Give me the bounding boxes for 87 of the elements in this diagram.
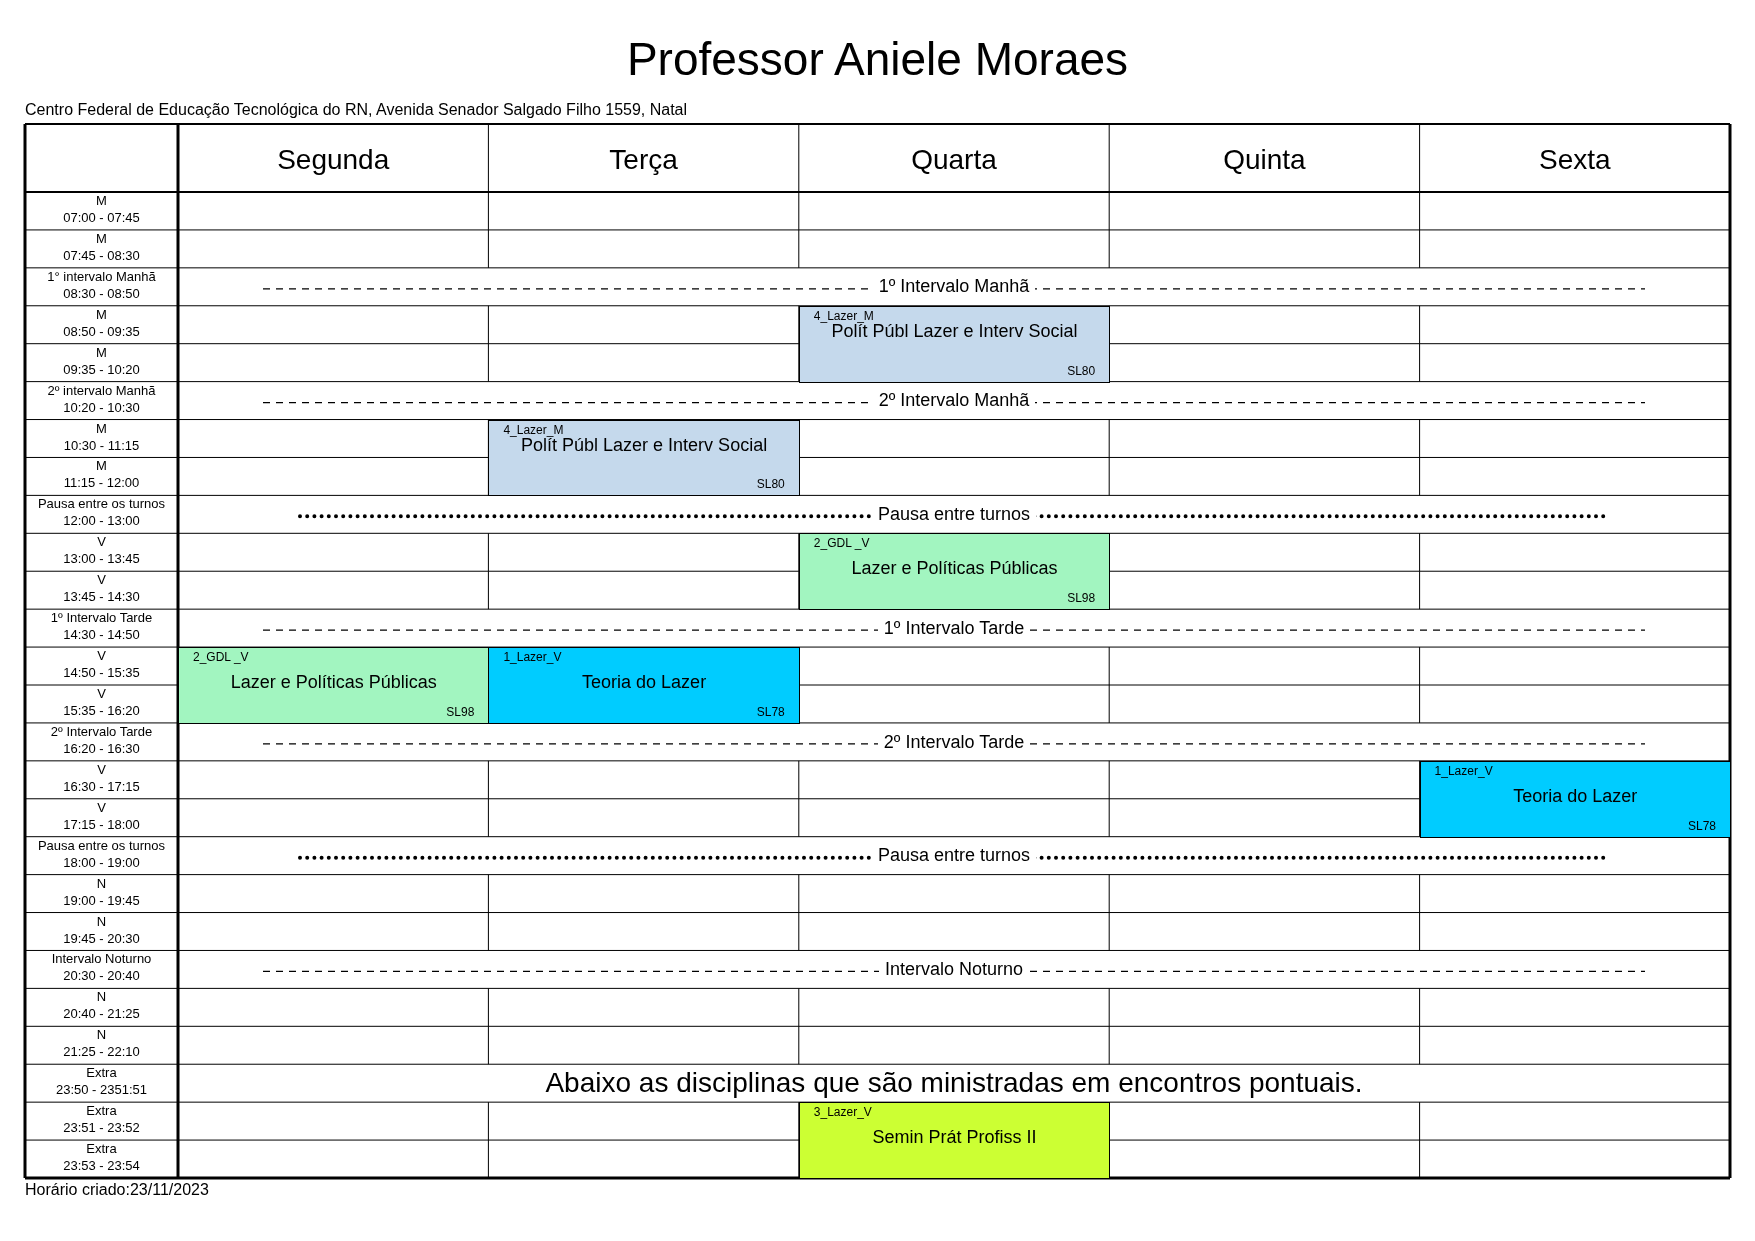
- address-text: Centro Federal de Educação Tecnológica do RN, Avenida Senador Salgado Filho 1559, Natal: [25, 101, 688, 119]
- lesson-block: [798, 1102, 1111, 1179]
- time-slot-label: V: [96, 572, 107, 589]
- subject-name: Lazer e Políticas Públicas: [229, 672, 438, 694]
- time-slot-label: 08:50 - 09:35: [62, 323, 141, 340]
- time-slot-label: M: [95, 306, 108, 323]
- time-slot-label: V: [96, 761, 107, 778]
- class-code: 2_GDL _V: [193, 650, 249, 665]
- time-slot-label: M: [95, 420, 108, 437]
- room-code: SL98: [446, 704, 475, 719]
- time-slot-label: N: [95, 1027, 108, 1044]
- lesson-block: [798, 533, 1111, 611]
- time-slot-label: 23:50 - 2351:51: [54, 1082, 149, 1099]
- lesson-block: [178, 647, 490, 724]
- time-slot-label: V: [96, 648, 107, 665]
- time-slot-label: 16:20 - 16:30: [62, 740, 141, 757]
- subject-name: Polít Públ Lazer e Interv Social: [521, 434, 769, 456]
- day-header: Segunda: [276, 144, 391, 176]
- class-code: 3_Lazer_V: [813, 1105, 872, 1120]
- time-slot-label: M: [95, 458, 108, 475]
- day-header: Quinta: [1222, 144, 1307, 176]
- time-slot-label: 1° intervalo Manhã: [46, 268, 157, 285]
- class-code: 4_Lazer_M: [813, 308, 874, 323]
- class-code: 1_Lazer_V: [1434, 763, 1493, 778]
- time-slot-label: Extra: [85, 1065, 118, 1082]
- creation-date: Horário criado:23/11/2023: [25, 1181, 209, 1199]
- room-code: SL80: [1067, 363, 1096, 378]
- room-code: SL78: [756, 704, 785, 719]
- time-slot-label: 08:30 - 08:50: [62, 285, 141, 302]
- time-slot-label: M: [95, 230, 108, 247]
- time-slot-label: Pausa entre os turnos: [36, 496, 167, 513]
- time-slot-label: 2º intervalo Manhã: [46, 382, 157, 399]
- time-slot-label: 12:00 - 13:00: [62, 513, 141, 530]
- subject-name: Teoria do Lazer: [1512, 785, 1639, 807]
- class-code: 4_Lazer_M: [503, 422, 564, 437]
- time-slot-label: M: [95, 344, 108, 361]
- time-slot-label: 15:35 - 16:20: [62, 703, 141, 719]
- time-slot-label: V: [96, 686, 107, 702]
- time-slot-label: Extra: [85, 1141, 118, 1158]
- room-code: SL78: [1687, 818, 1716, 833]
- time-slot-label: 2º Intervalo Tarde: [49, 723, 154, 740]
- lesson-block: [488, 419, 800, 497]
- time-slot-label: 19:45 - 20:30: [62, 930, 141, 947]
- time-slot-label: 11:15 - 12:00: [62, 475, 141, 492]
- time-slot-label: 16:30 - 17:15: [62, 778, 141, 795]
- time-slot-label: 09:35 - 10:20: [62, 361, 141, 378]
- time-slot-label: 20:30 - 20:40: [62, 968, 141, 985]
- time-slot-label: 07:00 - 07:45: [62, 210, 141, 226]
- subject-name: Lazer e Políticas Públicas: [850, 558, 1059, 580]
- time-slot-label: N: [95, 989, 108, 1006]
- time-slot-label: 14:50 - 15:35: [62, 665, 141, 682]
- subject-name: Semin Prát Profiss II: [871, 1127, 1038, 1149]
- time-slot-label: Pausa entre os turnos: [36, 837, 167, 854]
- time-slot-label: 19:00 - 19:45: [62, 892, 141, 909]
- lesson-block: [1419, 760, 1731, 838]
- time-slot-label: M: [95, 193, 108, 209]
- lesson-block: [798, 305, 1111, 383]
- time-slot-label: V: [96, 534, 107, 551]
- time-slot-label: 17:15 - 18:00: [62, 816, 141, 833]
- class-code: 1_Lazer_V: [503, 650, 562, 665]
- time-slot-label: 23:51 - 23:52: [62, 1120, 141, 1137]
- time-slot-label: 23:53 - 23:54: [62, 1158, 141, 1175]
- time-slot-label: 1º Intervalo Tarde: [49, 610, 154, 627]
- time-slot-label: 10:30 - 11:15: [62, 437, 141, 454]
- time-slot-label: 20:40 - 21:25: [62, 1006, 141, 1023]
- time-slot-label: Extra: [85, 1103, 118, 1120]
- time-slot-label: 18:00 - 19:00: [62, 854, 141, 871]
- time-slot-label: N: [95, 913, 108, 930]
- day-header: Quarta: [910, 144, 998, 176]
- time-slot-label: 13:00 - 13:45: [62, 551, 141, 568]
- time-slot-label: 13:45 - 14:30: [62, 589, 141, 606]
- room-code: SL98: [1067, 591, 1096, 606]
- day-header: Terça: [608, 144, 679, 176]
- class-code: 2_GDL _V: [813, 536, 870, 551]
- time-slot-label: 10:20 - 10:30: [62, 399, 141, 416]
- room-code: SL80: [756, 477, 785, 492]
- time-slot-label: 21:25 - 22:10: [62, 1044, 141, 1061]
- time-slot-label: 07:45 - 08:30: [62, 247, 141, 264]
- time-slot-label: 14:30 - 14:50: [62, 627, 141, 644]
- time-slot-label: N: [95, 875, 108, 892]
- subject-name: Polít Públ Lazer e Interv Social: [831, 320, 1079, 342]
- page-title: Professor Aniele Moraes: [625, 32, 1130, 86]
- subject-name: Teoria do Lazer: [581, 672, 708, 694]
- day-header: Sexta: [1538, 144, 1612, 176]
- time-slot-label: V: [96, 799, 107, 816]
- lesson-block: [488, 647, 800, 724]
- time-slot-label: Intervalo Noturno: [50, 951, 153, 968]
